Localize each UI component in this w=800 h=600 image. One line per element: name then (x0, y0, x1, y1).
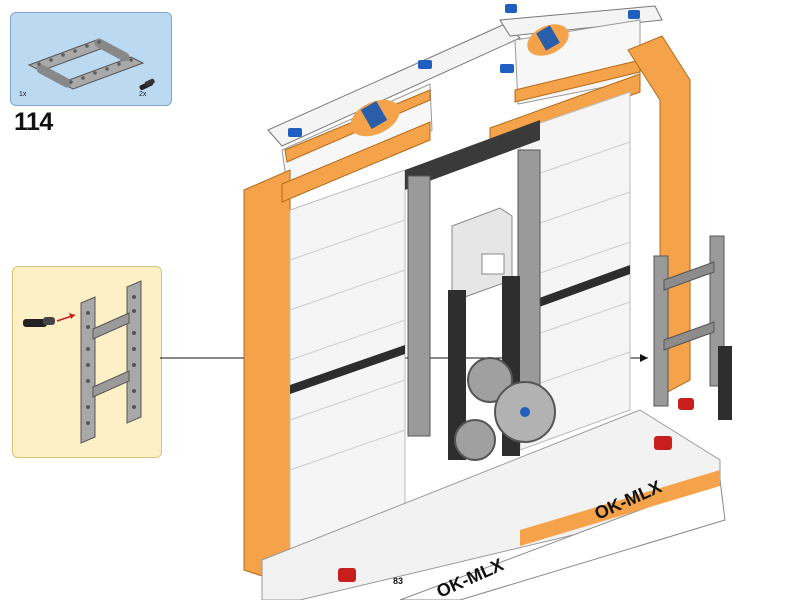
step-number: 114 (14, 108, 53, 136)
red-pins (338, 398, 694, 582)
insert-arrowhead-icon (69, 313, 75, 319)
subassembly-frame-icon (80, 280, 142, 444)
left-orange-column (243, 169, 291, 577)
subassembly-callout-box (12, 266, 162, 458)
right-side-frame (653, 235, 732, 420)
left-top-beam (281, 121, 431, 203)
qty-pin: 2x (139, 91, 147, 98)
base-chassis (261, 409, 726, 600)
right-orange-column (627, 35, 691, 397)
left-door-panels (289, 169, 406, 561)
parts-illustration (27, 38, 155, 91)
qty-h-frame: 1x (19, 91, 27, 98)
center-mechanism (405, 120, 556, 461)
subassembly-illustration (23, 280, 142, 444)
page-number: 83 (393, 576, 404, 586)
technic-pin-icon (139, 78, 155, 91)
right-door-panels (519, 91, 631, 451)
leader-arrow-icon (640, 354, 648, 362)
subassembly-pin-icon (23, 317, 55, 327)
roof-frame (267, 5, 663, 193)
parts-callout-box: 1x 2x (10, 12, 172, 106)
technic-h-frame-icon (27, 38, 145, 90)
roof-blue-pins (288, 4, 640, 137)
